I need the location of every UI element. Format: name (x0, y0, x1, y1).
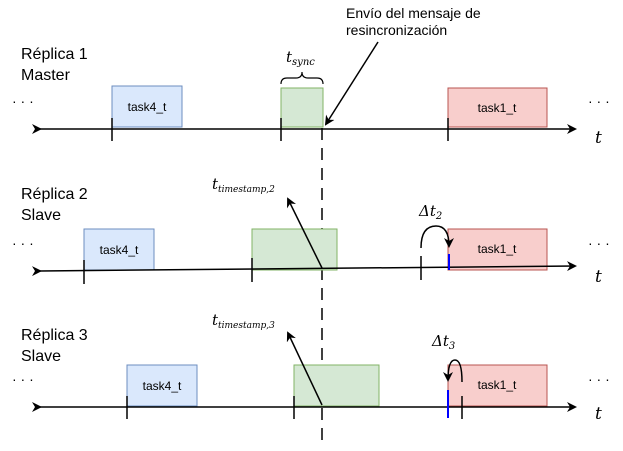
replica-2-role: Slave (21, 207, 61, 224)
replica-1-name: Réplica 1 (21, 46, 88, 63)
sync-task-box (251, 228, 338, 271)
delta-label: Δt2 (418, 202, 442, 222)
time-axis-2 (31, 261, 577, 277)
delta-label: Δt3 (431, 332, 455, 352)
task4-box (111, 85, 183, 128)
replica-2-name: Réplica 2 (21, 186, 88, 203)
task1-label: task1_t (478, 101, 517, 115)
task4-label: task4_t (128, 100, 167, 114)
replica-3: Réplica 3 Slave · · · · · · task4_t task… (12, 311, 610, 424)
ellipsis-right: · · · (588, 371, 610, 387)
sync-brace (280, 71, 324, 85)
replica-3-name: Réplica 3 (21, 327, 88, 344)
axis-t-label-1: t (595, 128, 602, 148)
sync-task-box (280, 87, 324, 128)
ellipsis-right: · · · (588, 235, 610, 251)
replica-1-role: Master (21, 67, 71, 84)
replica-1: Réplica 1 Master · · · · · · task4_t tas… (12, 46, 610, 148)
tsync-label: tsync (286, 48, 315, 68)
task1-box (447, 87, 548, 128)
task4-box (126, 364, 198, 407)
timestamp-arrow (286, 331, 323, 406)
ellipsis-left: · · · (12, 371, 34, 387)
resync-arrow (324, 41, 379, 126)
delta-loop-arrow (420, 225, 454, 249)
annotation-line-2: resincronización (346, 22, 447, 38)
ellipsis-left: · · · (12, 93, 34, 109)
axis-t-label-2: t (595, 267, 602, 287)
delta-loop-arrow (443, 359, 463, 383)
ellipsis-left: · · · (12, 235, 34, 251)
replica-3-role: Slave (21, 348, 61, 365)
task1-label: task1_t (478, 242, 517, 256)
timestamp-arrow (287, 197, 323, 269)
timestamp-label: ttimestamp,2 (212, 175, 275, 195)
axis-t-label-3: t (595, 404, 602, 424)
annotation-line-1: Envío del mensaje de (346, 5, 481, 21)
task4-label: task4_t (100, 243, 139, 257)
replica-2: Réplica 2 Slave · · · · · · task4_t task… (12, 175, 610, 287)
timestamp-label: ttimestamp,3 (212, 311, 275, 331)
task4-label: task4_t (143, 379, 182, 393)
task1-label: task1_t (478, 378, 517, 392)
ellipsis-right: · · · (588, 93, 610, 109)
